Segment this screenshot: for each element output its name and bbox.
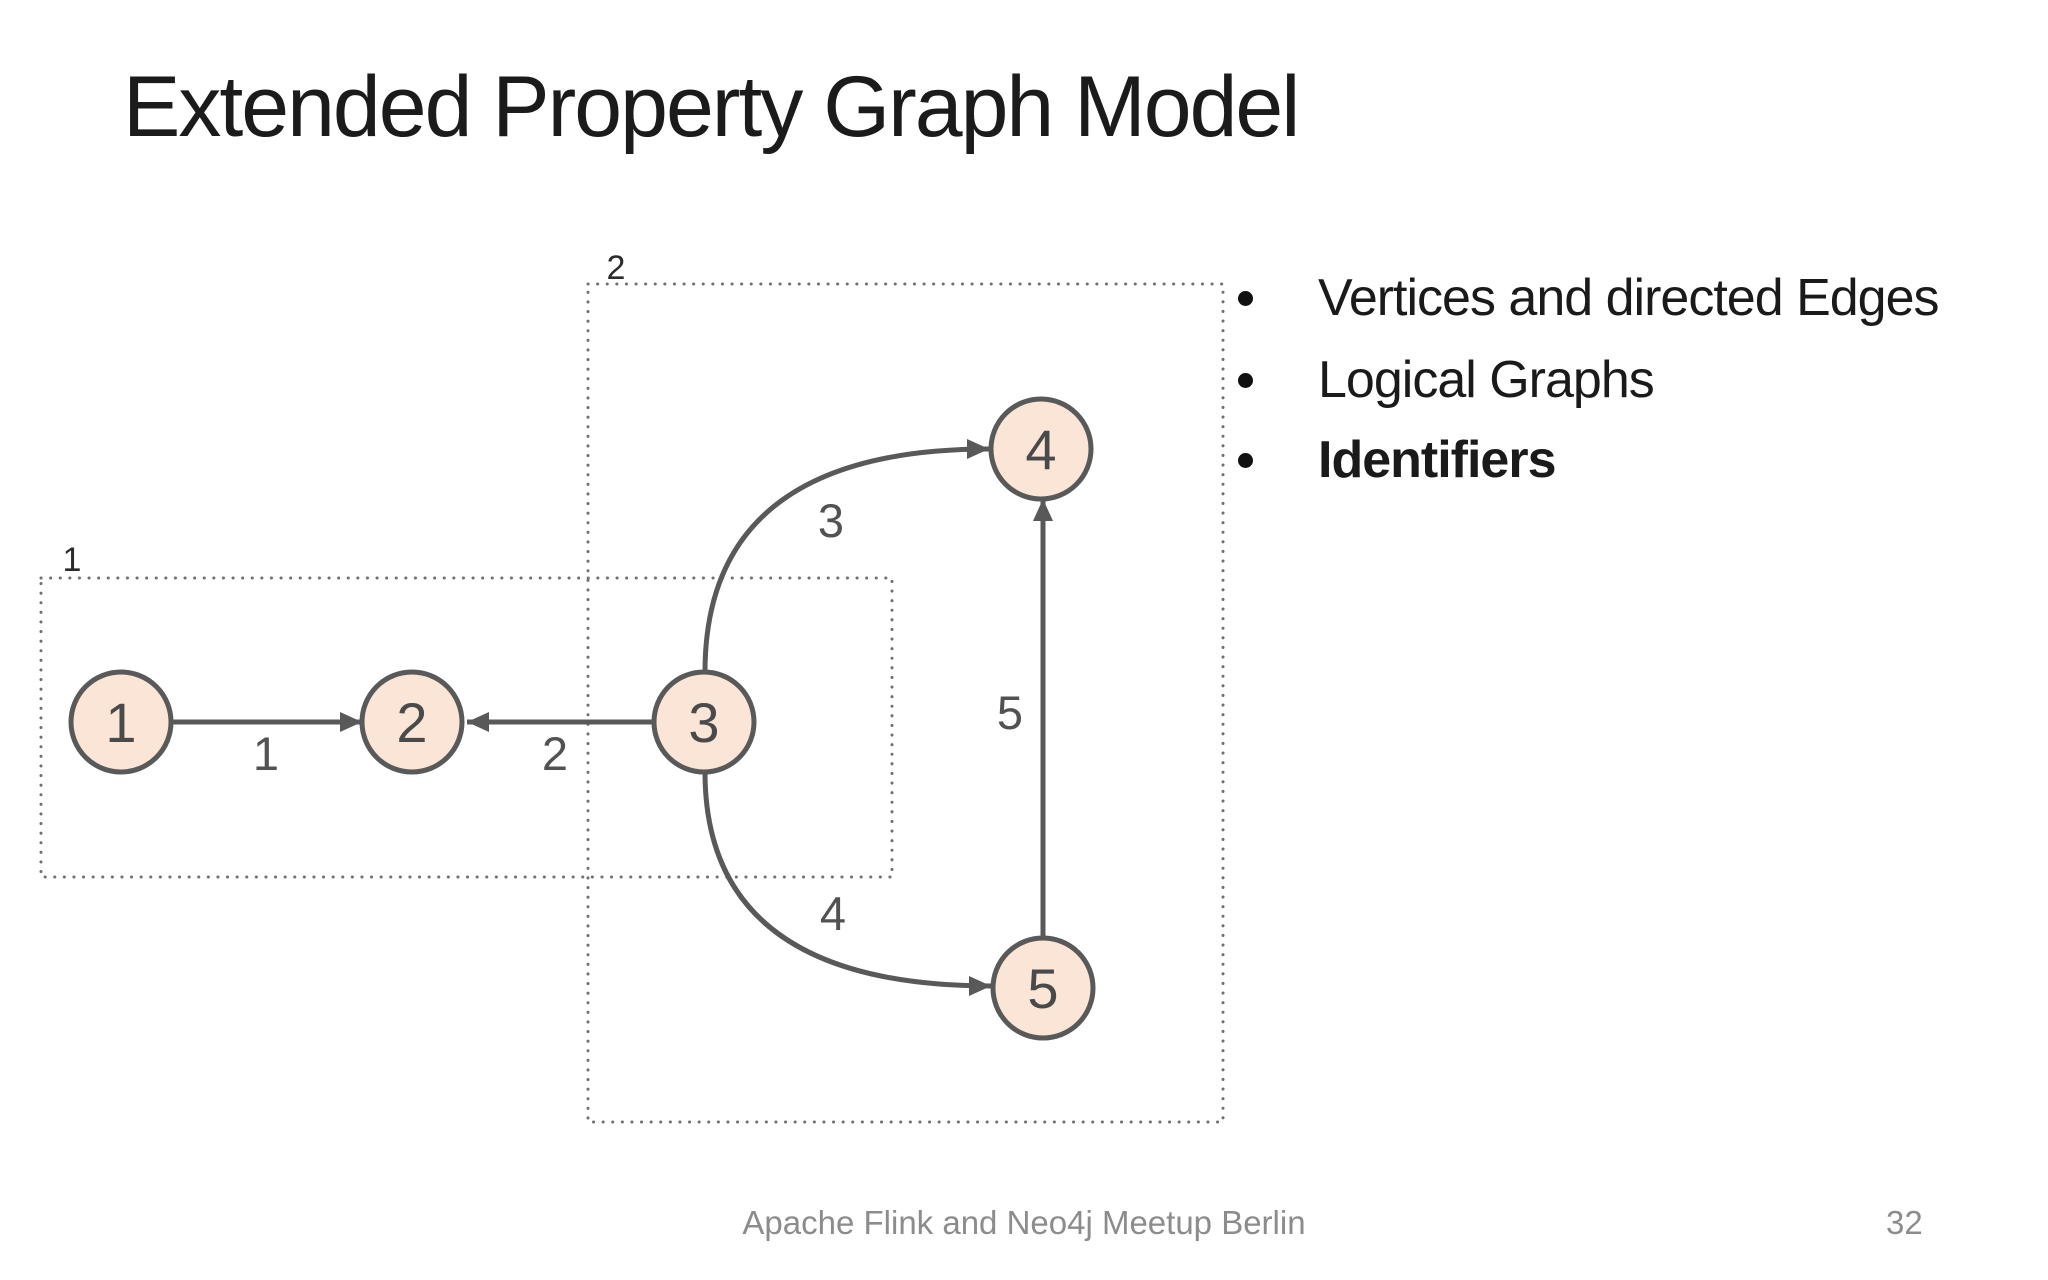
- logical-graph-2-box: [586, 282, 1225, 1124]
- vertex-5: [990, 935, 1096, 1041]
- edge-4-label: 4: [820, 887, 846, 940]
- edge-4-arrow: [702, 771, 992, 996]
- vertex-3-label: 3: [688, 691, 719, 754]
- list-item: Identifiers: [1238, 429, 1556, 491]
- list-item: Logical Graphs: [1238, 349, 1655, 411]
- slide-page-number: 32: [1886, 1204, 1923, 1241]
- bullet-text-logical-graphs: Logical Graphs: [1318, 351, 1655, 409]
- edge-3-label: 3: [818, 494, 844, 547]
- logical-graph-1-label: 1: [63, 541, 82, 579]
- bullet-icon: [1238, 290, 1253, 306]
- vertex-4: [988, 396, 1094, 502]
- logical-graph-1-box: [39, 576, 894, 879]
- vertex-2-label: 2: [396, 691, 427, 754]
- page-title: Extended Property Graph Model: [123, 59, 1300, 155]
- vertex-4-label: 4: [1025, 418, 1056, 481]
- bullet-text-identifiers: Identifiers: [1318, 431, 1556, 489]
- edge-2-label: 2: [542, 727, 568, 780]
- bullet-icon: [1238, 372, 1253, 388]
- list-item: Vertices and directed Edges: [1238, 267, 1940, 329]
- edge-3-arrow: [702, 439, 990, 673]
- logical-graph-2-label: 2: [607, 249, 626, 287]
- vertex-2: [359, 669, 465, 775]
- vertex-1: [68, 669, 174, 775]
- bullet-text-vertices-edges: Vertices and directed Edges: [1318, 269, 1940, 327]
- vertex-5-label: 5: [1027, 957, 1058, 1020]
- vertex-1-label: 1: [105, 691, 136, 754]
- footer-title: Apache Flink and Neo4j Meetup Berlin: [742, 1204, 1306, 1241]
- edge-1-label: 1: [253, 727, 279, 780]
- vertex-3: [651, 669, 757, 775]
- edge-5-label: 5: [997, 686, 1023, 739]
- bullet-icon: [1238, 452, 1253, 468]
